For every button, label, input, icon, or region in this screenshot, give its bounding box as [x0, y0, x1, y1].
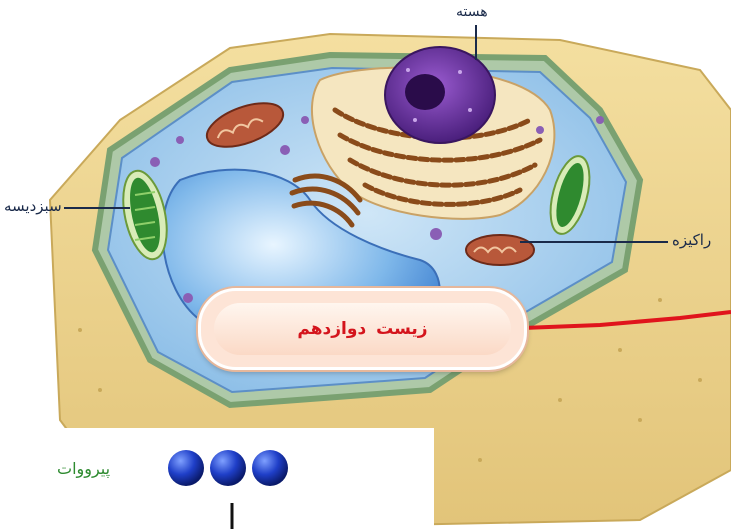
title-box: زیست دوازدهم — [198, 288, 527, 370]
pyruvate-label: پیرووات — [57, 459, 110, 478]
title-inner: زیست دوازدهم — [214, 303, 511, 355]
title-text: زیست دوازدهم — [297, 319, 427, 339]
label-mitochondrion: راکیزه — [672, 231, 711, 249]
mitochondrion-right — [466, 235, 534, 265]
label-nucleus: هسته — [456, 4, 488, 20]
label-chloroplast: سبزدیسه — [4, 197, 62, 215]
lower-white-panel — [0, 428, 434, 529]
nucleus — [385, 47, 495, 143]
